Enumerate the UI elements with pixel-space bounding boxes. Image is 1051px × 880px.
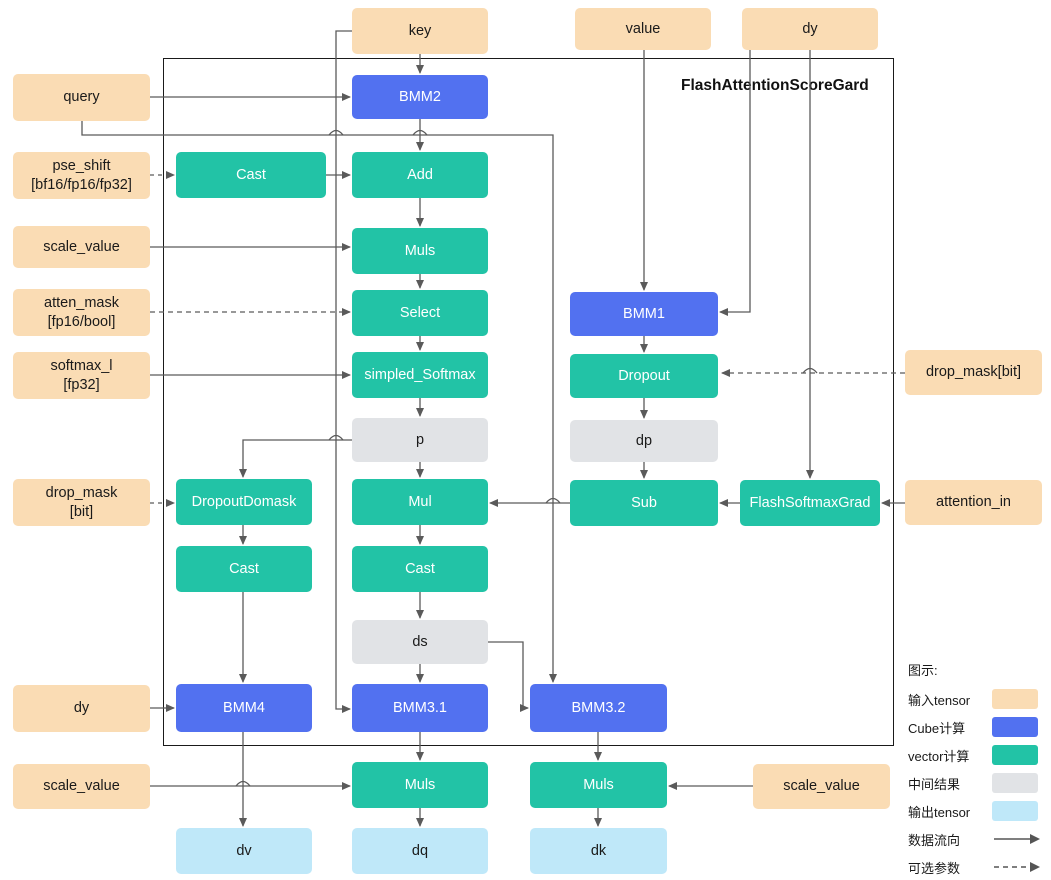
node-dv[interactable]: dv — [176, 828, 312, 874]
node-drop_mask_right[interactable]: drop_mask[bit] — [905, 350, 1042, 395]
node-pse_shift[interactable]: pse_shift [bf16/fp16/fp32] — [13, 152, 150, 199]
node-value[interactable]: value — [575, 8, 711, 50]
node-bmm31[interactable]: BMM3.1 — [352, 684, 488, 732]
node-select[interactable]: Select — [352, 290, 488, 336]
node-sub[interactable]: Sub — [570, 480, 718, 526]
node-dropout[interactable]: Dropout — [570, 354, 718, 398]
node-mul[interactable]: Mul — [352, 479, 488, 525]
legend-item-label: 输出tensor — [908, 804, 971, 820]
legend-item-label: Cube计算 — [908, 720, 966, 736]
node-cast_mid[interactable]: Cast — [352, 546, 488, 592]
node-query[interactable]: query — [13, 74, 150, 121]
legend-item-2: vector计算 — [908, 741, 1042, 769]
legend-item-label: 可选参数 — [908, 860, 961, 876]
node-attention_in[interactable]: attention_in — [905, 480, 1042, 525]
node-dp[interactable]: dp — [570, 420, 718, 462]
node-dropout_domask[interactable]: DropoutDomask — [176, 479, 312, 525]
node-dk[interactable]: dk — [530, 828, 667, 874]
node-muls_dk[interactable]: Muls — [530, 762, 667, 808]
node-muls_dq[interactable]: Muls — [352, 762, 488, 808]
legend-color-swatch — [992, 773, 1038, 793]
legend-color-swatch — [992, 801, 1038, 821]
node-softmax_l[interactable]: softmax_l [fp32] — [13, 352, 150, 399]
legend-item-0: 输入tensor — [908, 685, 1042, 713]
node-scale_value_2[interactable]: scale_value — [13, 764, 150, 809]
node-dy_left[interactable]: dy — [13, 685, 150, 732]
group-title: FlashAttentionScoreGard — [681, 77, 869, 94]
legend-color-swatch — [992, 745, 1038, 765]
solid-arrow-icon — [994, 834, 1040, 844]
node-p[interactable]: p — [352, 418, 488, 462]
legend-color-swatch — [992, 717, 1038, 737]
node-bmm32[interactable]: BMM3.2 — [530, 684, 667, 732]
dashed-arrow-icon — [994, 862, 1040, 872]
flash-attention-group-box — [163, 58, 894, 746]
legend-item-6: 可选参数 — [908, 853, 1042, 880]
node-scale_value_1[interactable]: scale_value — [13, 226, 150, 268]
legend-item-3: 中间结果 — [908, 769, 1042, 797]
legend-item-1: Cube计算 — [908, 713, 1042, 741]
node-key[interactable]: key — [352, 8, 488, 54]
legend-title: 图示: — [908, 663, 938, 678]
node-dq[interactable]: dq — [352, 828, 488, 874]
legend-item-label: 中间结果 — [908, 776, 961, 792]
legend-item-label: 输入tensor — [908, 692, 971, 708]
node-cast_pse[interactable]: Cast — [176, 152, 326, 198]
node-simpled_softmax[interactable]: simpled_Softmax — [352, 352, 488, 398]
node-drop_mask_left[interactable]: drop_mask [bit] — [13, 479, 150, 526]
node-muls_1[interactable]: Muls — [352, 228, 488, 274]
legend-color-swatch — [992, 689, 1038, 709]
node-bmm2[interactable]: BMM2 — [352, 75, 488, 119]
node-ds[interactable]: ds — [352, 620, 488, 664]
legend-item-4: 输出tensor — [908, 797, 1042, 825]
node-cast_left[interactable]: Cast — [176, 546, 312, 592]
node-bmm4[interactable]: BMM4 — [176, 684, 312, 732]
node-dy_top[interactable]: dy — [742, 8, 878, 50]
node-flash_softmax_grad[interactable]: FlashSoftmaxGrad — [740, 480, 880, 526]
node-scale_value_3[interactable]: scale_value — [753, 764, 890, 809]
node-add[interactable]: Add — [352, 152, 488, 198]
node-atten_mask[interactable]: atten_mask [fp16/bool] — [13, 289, 150, 336]
node-bmm1[interactable]: BMM1 — [570, 292, 718, 336]
legend-item-5: 数据流向 — [908, 825, 1042, 853]
legend-item-label: vector计算 — [908, 748, 970, 764]
legend-item-label: 数据流向 — [908, 832, 961, 848]
